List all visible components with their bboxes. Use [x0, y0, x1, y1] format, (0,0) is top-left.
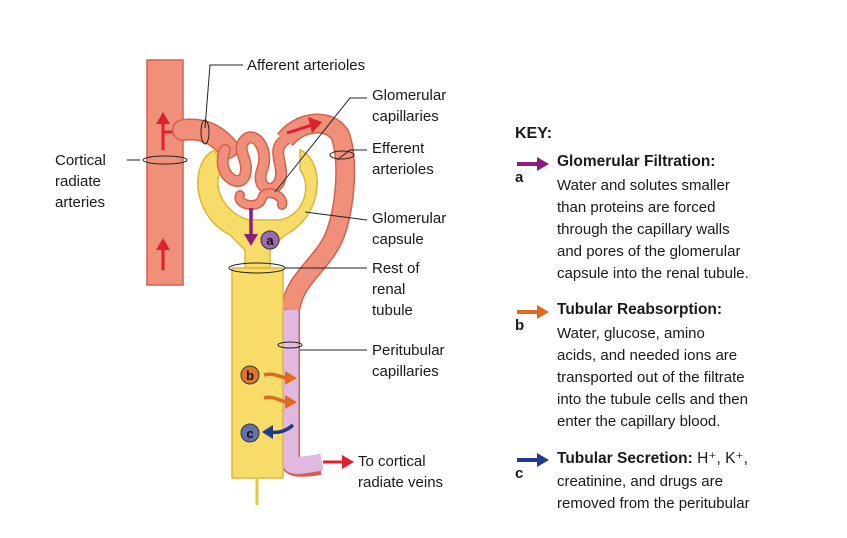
key-heading-secretion-title: Tubular Secretion:	[557, 450, 693, 467]
efferent-flow-arrow	[286, 123, 313, 135]
marker-b-text: b	[246, 368, 254, 383]
leader-lines	[127, 64, 368, 351]
key-panel: KEY: a Glomerular Filtration: Water and …	[515, 125, 835, 512]
key-desc-secretion: creatinine, and drugs are removed from t…	[557, 473, 750, 512]
key-heading-secretion-ions: H⁺, K⁺,	[692, 450, 748, 467]
key-letter-c: c	[515, 465, 524, 482]
key-desc-filtration: Water and solutes smaller than proteins …	[557, 177, 749, 282]
key-desc-reabsorption: Water, glucose, amino acids, and needed …	[557, 325, 748, 430]
key-heading-secretion: Tubular Secretion: H⁺, K⁺,	[557, 449, 748, 468]
marker-a-text: a	[266, 233, 274, 248]
key-title: KEY:	[515, 125, 553, 142]
label-glomerular-capillaries: Glomerular capillaries	[372, 87, 447, 125]
artery-flow-arrowhead	[156, 238, 170, 250]
key-heading-reabsorption: Tubular Reabsorption:	[557, 301, 723, 318]
marker-b-circle	[240, 365, 260, 385]
marker-c-circle	[240, 423, 260, 443]
key-letter-b: b	[515, 317, 525, 334]
reabsorption-key-arrow-icon	[517, 305, 549, 319]
cortical-radiate-artery	[146, 59, 184, 286]
glomerular-capillaries	[216, 131, 291, 210]
marker-a-circle	[260, 230, 280, 250]
label-efferent-arterioles: Efferent arterioles	[372, 140, 434, 178]
filtration-key-arrow-icon	[517, 157, 549, 171]
glomerular-capsule	[197, 148, 318, 269]
label-cortical-radiate-arteries: Cortical radiate arteries	[55, 152, 106, 211]
label-rest-of-renal-tubule: Rest of renal tubule	[372, 260, 420, 319]
key-letter-a: a	[515, 169, 524, 186]
artery-branch-arrowhead	[156, 112, 170, 124]
label-to-cortical-radiate-veins: To cortical radiate veins	[358, 453, 444, 491]
label-glomerular-capsule: Glomerular capsule	[372, 210, 447, 248]
peritubular-capillary	[281, 310, 324, 474]
marker-c-text: c	[246, 426, 253, 441]
secretion-key-arrow-icon	[517, 453, 549, 467]
label-afferent-arterioles: Afferent arterioles	[247, 57, 366, 74]
key-heading-filtration: Glomerular Filtration:	[557, 153, 716, 170]
label-peritubular-capillaries: Peritubular capillaries	[372, 342, 445, 380]
